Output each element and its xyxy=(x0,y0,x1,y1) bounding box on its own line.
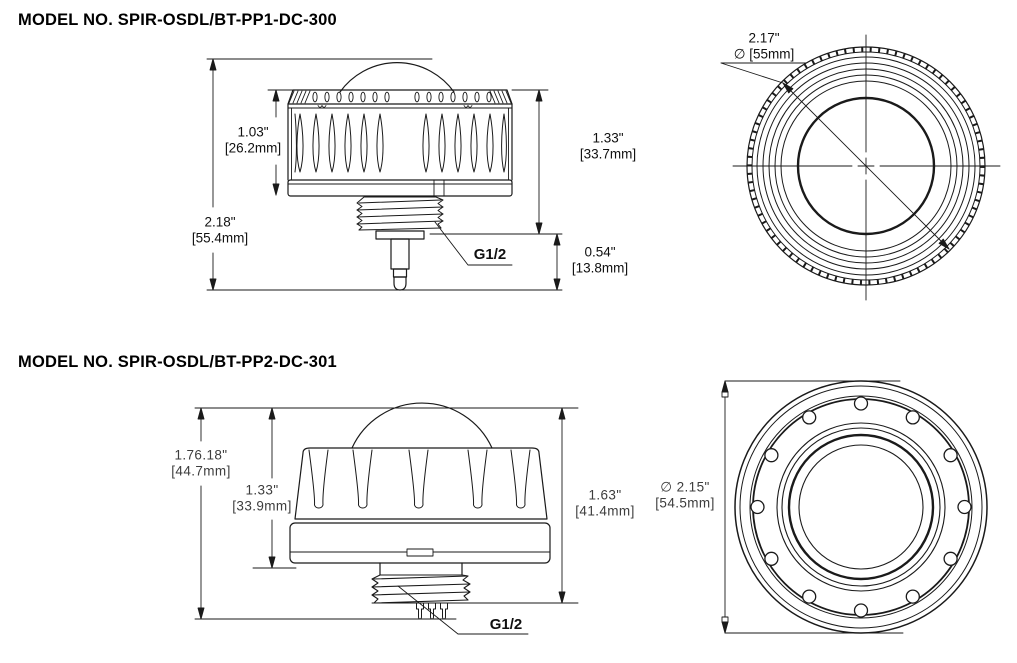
model2-thread-label: G1/2 xyxy=(489,616,523,633)
model1-upper-height-label: 1.33" [33.7mm] xyxy=(577,130,639,162)
model2-title: MODEL NO. SPIR-OSDL/BT-PP2-DC-301 xyxy=(18,353,337,371)
model1-total-height-label: 2.18" [55.4mm] xyxy=(189,214,251,246)
model2-diameter-label: ∅ 2.15" [54.5mm] xyxy=(653,479,717,511)
model1-title: MODEL NO. SPIR-OSDL/BT-PP1-DC-300 xyxy=(18,11,337,29)
model1-body-height-label: 1.03" [26.2mm] xyxy=(222,124,284,156)
model2-dome xyxy=(352,403,492,448)
model1-knurl-hatch xyxy=(289,91,511,103)
model2-pins xyxy=(417,603,448,619)
model2-front-view-drawing xyxy=(721,380,987,634)
model2-body-slots xyxy=(309,450,530,508)
model2-dimension-lines xyxy=(195,407,578,634)
model1-body-slots xyxy=(295,114,506,172)
model1-diameter-annotation xyxy=(721,63,950,250)
model2-lens-circle xyxy=(789,435,933,579)
model1-thread-label: G1/2 xyxy=(473,246,507,263)
model2-total-height-label: 1.76.18" [44.7mm] xyxy=(169,447,233,479)
model1-thread xyxy=(357,197,443,230)
model2-thread xyxy=(372,575,470,603)
model2-side-drawing xyxy=(290,403,550,619)
model1-top-view-drawing xyxy=(721,35,1000,300)
model2-rim-bumps xyxy=(751,397,971,617)
model2-lower-height-label: 1.63" [41.4mm] xyxy=(573,487,637,519)
model2-diameter-dimension xyxy=(721,380,903,634)
model1-dome xyxy=(340,63,454,92)
model1-stem-height-label: 0.54" [13.8mm] xyxy=(569,244,631,276)
model1-side-drawing xyxy=(288,63,512,290)
model2-body-height-label: 1.33" [33.9mm] xyxy=(230,482,294,514)
model1-dimension-lines xyxy=(207,58,562,291)
model1-diameter-label: 2.17" ∅ [55mm] xyxy=(731,30,797,62)
